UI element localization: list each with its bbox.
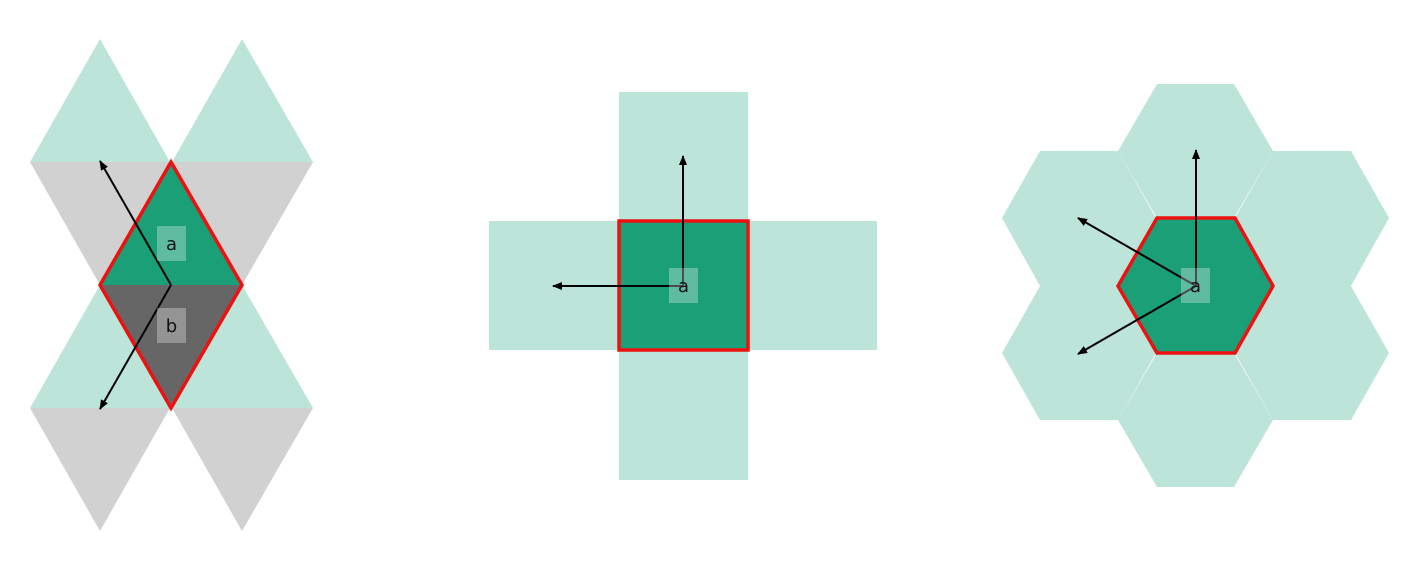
- lattice-vector-arrow: [99, 284, 172, 410]
- label-box: [157, 308, 186, 343]
- triangle-lattice-panel: a b: [30, 39, 313, 531]
- neighbor-hexagon: [1235, 286, 1389, 420]
- neighbor-triangle: [30, 285, 170, 408]
- unit-cell-triangle-a: [100, 162, 242, 285]
- site-label-a: a: [1190, 276, 1201, 297]
- neighbor-square: [619, 350, 748, 480]
- unit-cell-triangle-b: [100, 285, 242, 408]
- neighbor-triangle: [30, 162, 170, 285]
- hexagon-lattice-panel: a: [1002, 84, 1389, 487]
- lattice-vector-arrow: [1077, 217, 1197, 287]
- unit-cell-outline: [1115, 216, 1276, 355]
- unit-cell-outline: [97, 158, 245, 412]
- neighbor-triangle: [172, 39, 313, 162]
- neighbor-hexagon: [1235, 151, 1389, 286]
- lattice-vector-arrow: [1077, 285, 1197, 355]
- neighbor-triangle: [30, 408, 170, 531]
- label-box: [669, 268, 698, 303]
- site-label-b: b: [166, 316, 177, 337]
- label-box: [1181, 268, 1210, 303]
- neighbor-triangle: [172, 408, 313, 531]
- neighbor-triangle: [172, 162, 313, 285]
- neighbor-triangle: [30, 39, 170, 162]
- square-lattice-panel: a: [489, 92, 877, 480]
- neighbor-square: [748, 221, 877, 350]
- neighbor-hexagon: [1118, 353, 1273, 487]
- site-label-a: a: [166, 234, 177, 255]
- label-box: [157, 226, 186, 261]
- neighbor-triangle: [172, 285, 313, 408]
- lattice-vector-arrow: [99, 160, 172, 286]
- site-label-a: a: [678, 276, 689, 297]
